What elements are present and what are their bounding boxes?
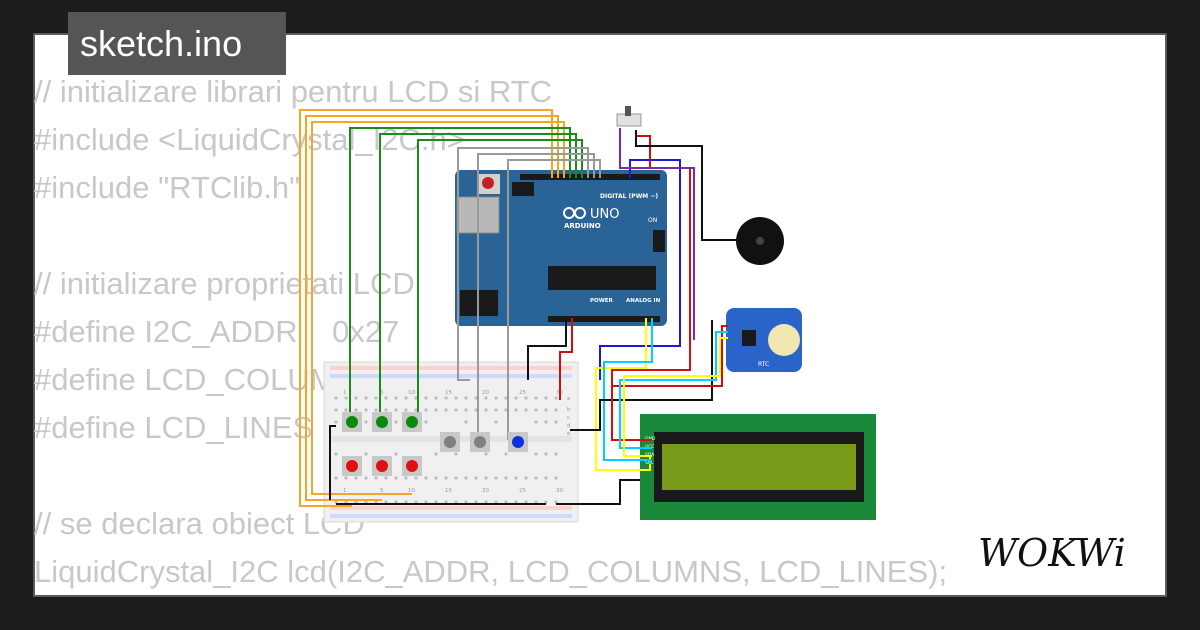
button-green[interactable] (372, 412, 392, 432)
buzzer (736, 217, 784, 265)
button-gray[interactable] (440, 432, 460, 452)
button-red[interactable] (342, 456, 362, 476)
wokwi-logo-text: WOKWi (978, 531, 1126, 575)
arduino-uno[interactable]: DIGITAL (PWM ~) UNO ARDUINO ON POWER ANA… (455, 170, 667, 326)
on-label: ON (648, 217, 657, 224)
bb-col-num: 15 (445, 488, 452, 494)
bb-col-num: 10 (408, 390, 415, 396)
rtc-module: RTC (726, 308, 802, 372)
bb-col-num: 1 (343, 488, 347, 494)
frame-margin-right (1167, 0, 1200, 630)
analog-label: ANALOG IN (626, 298, 661, 304)
pushbuttons (342, 412, 528, 476)
bb-col-num: 20 (482, 390, 489, 396)
bb-col-num: 10 (408, 488, 415, 494)
button-green[interactable] (342, 412, 362, 432)
bb-col-num: 20 (482, 488, 489, 494)
code-line: // initializare proprietati LCD (34, 266, 415, 301)
wokwi-logo: WOKWi (978, 531, 1126, 575)
bb-col-num: 1 (343, 390, 347, 396)
bb-row-label: e (567, 431, 571, 437)
bb-col-num: 5 (380, 390, 384, 396)
uno-logo: UNO (590, 207, 619, 222)
frame-margin-bottom (0, 597, 1200, 630)
power-label: POWER (590, 298, 614, 304)
lcd-display: GND VCC SDA SCL (640, 414, 876, 520)
bb-row-label: b (567, 407, 571, 413)
wires (299, 109, 740, 507)
bb-row-label: a (567, 396, 570, 402)
bb-col-num: 5 (380, 488, 384, 494)
code-line: // initializare librari pentru LCD si RT… (34, 74, 552, 109)
bb-col-num: 25 (519, 390, 526, 396)
bb-row-label: c (567, 415, 570, 421)
button-blue[interactable] (508, 432, 528, 452)
code-line: #include "RTClib.h" (34, 170, 301, 205)
frame-border-right (1165, 33, 1167, 597)
button-red[interactable] (402, 456, 422, 476)
code-line: LiquidCrystal_I2C lcd(I2C_ADDR, LCD_COLU… (34, 554, 948, 589)
bb-col-num: 15 (445, 390, 452, 396)
code-line: #define I2C_ADDR 0x27 (34, 314, 400, 349)
button-gray[interactable] (470, 432, 490, 452)
button-green[interactable] (402, 412, 422, 432)
sketch-title: sketch.ino (68, 12, 286, 75)
bb-row-label: d (567, 423, 571, 429)
bb-col-num: 25 (519, 488, 526, 494)
button-red[interactable] (372, 456, 392, 476)
rtc-label: RTC (758, 361, 769, 368)
bb-col-num: 30 (556, 488, 563, 494)
arduino-brand: ARDUINO (564, 222, 601, 230)
digital-label: DIGITAL (PWM ~) (600, 193, 658, 200)
slide-switch[interactable] (616, 106, 642, 127)
frame-border-bottom (33, 595, 1167, 597)
